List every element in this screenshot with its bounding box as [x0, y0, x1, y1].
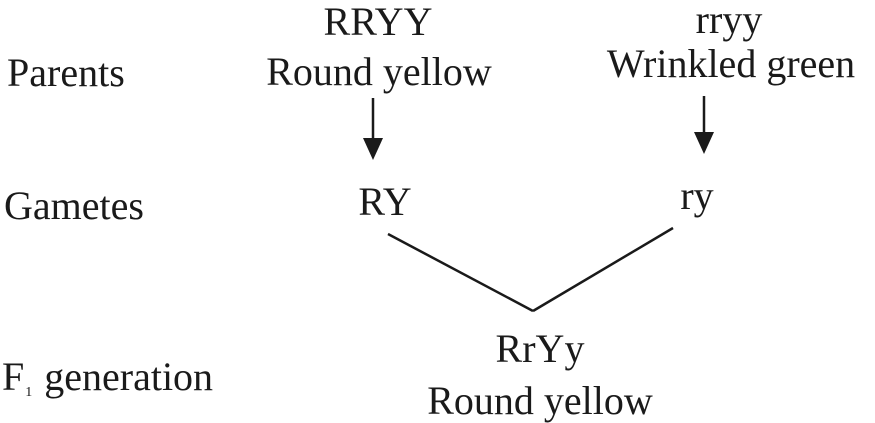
f1-generation-word: generation [44, 354, 214, 399]
left-parent-phenotype: Round yellow [266, 49, 492, 94]
left-parent-genotype: RRYY [323, 0, 433, 44]
right-gamete-line [532, 226, 674, 313]
gametes-label: Gametes [4, 183, 144, 228]
f1-generation-label: F1 generation [2, 354, 214, 400]
left-gamete: RY [358, 179, 412, 224]
right-parent-phenotype: Wrinkled green [606, 41, 856, 86]
offspring-phenotype: Round yellow [427, 378, 653, 423]
f1-subscript: 1 [25, 385, 33, 400]
offspring-genotype: RrYy [495, 326, 585, 371]
right-arrowhead [694, 132, 714, 154]
f1-letter: F [2, 354, 25, 399]
left-arrowhead [363, 138, 383, 160]
right-parent-genotype: rryy [695, 0, 763, 42]
right-gamete: ry [680, 173, 714, 218]
parents-label: Parents [7, 50, 125, 95]
left-gamete-line [387, 232, 534, 313]
